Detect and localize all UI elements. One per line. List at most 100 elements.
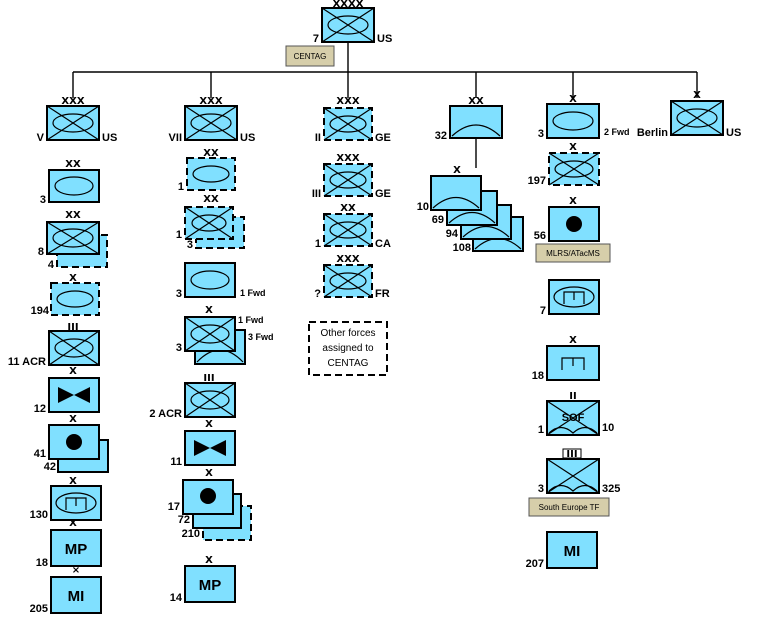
echelon-marker: XXX — [199, 96, 222, 107]
unit-extra: 10 — [602, 422, 614, 434]
tag-box — [528, 497, 610, 517]
div32-brigades[interactable]: X 10 69 94 108 — [417, 165, 524, 254]
connector-lines — [72, 42, 698, 168]
armor-oval-icon — [327, 15, 369, 35]
vii-unit-17[interactable]: X 17 72 210 — [168, 468, 252, 541]
v-unit-41[interactable]: X 41 42 — [34, 414, 109, 473]
allied-unit-1-ca[interactable]: XX 1 CA — [315, 203, 391, 250]
armor-oval-icon — [54, 338, 94, 358]
vii-unit-1[interactable]: XX 1 — [178, 148, 236, 193]
brig-18[interactable]: X 18 — [532, 335, 600, 382]
echelon-marker: X — [69, 273, 77, 284]
echelon-marker: XX — [468, 96, 484, 107]
infantry-cross-icon — [184, 206, 234, 240]
armor-oval-icon — [55, 492, 97, 514]
unit-number-2: 69 — [432, 214, 444, 226]
brig-mi[interactable]: MI 207 — [526, 531, 598, 570]
infantry-cross-icon — [323, 107, 373, 141]
unit-text: MP — [65, 541, 88, 558]
allied-unit-fr[interactable]: XXX ? FR — [314, 254, 389, 300]
infantry-cross-icon — [321, 7, 375, 43]
brig-sof[interactable]: II SOF 1 10 — [538, 391, 614, 436]
unit-nation: GE — [375, 132, 391, 144]
vii-unit-1-3[interactable]: XX 1 3 — [176, 194, 245, 251]
unit-nation: US — [726, 127, 741, 139]
v-unit-mp[interactable]: X MP 18 — [36, 518, 102, 569]
tag-box — [285, 45, 335, 67]
unit-frame — [50, 576, 102, 614]
v-unit-mi[interactable]: × MI 205 — [30, 565, 102, 615]
brigade-3-fwd[interactable]: X 3 2 Fwd — [538, 94, 630, 140]
unit-frame — [449, 105, 503, 139]
unit-number: 7 — [540, 305, 546, 317]
unit-number-4: 108 — [453, 242, 471, 254]
unit-number: 3 — [538, 483, 544, 495]
v-unit-130[interactable]: X 130 — [30, 476, 102, 521]
unit-number: 197 — [528, 175, 546, 187]
echelon-marker: XX — [340, 203, 356, 214]
armor-oval-icon — [329, 272, 367, 290]
tag-box — [535, 243, 611, 263]
vii-unit-2acr[interactable]: III 2 ACR — [149, 373, 236, 420]
note-box — [308, 321, 388, 376]
echelon-marker: X — [205, 419, 213, 430]
unit-number: 3 — [176, 342, 182, 354]
unit-number-2: 42 — [44, 461, 56, 473]
armor-oval-icon — [56, 290, 94, 308]
v-unit-194[interactable]: X 194 — [31, 273, 100, 317]
artillery-dot-icon — [200, 488, 216, 504]
unit-number: 130 — [30, 509, 48, 521]
unit-frame — [546, 103, 600, 139]
infantry-cross-icon — [323, 264, 373, 298]
brig-7[interactable]: 7 — [540, 279, 600, 317]
echelon-marker: X — [69, 518, 77, 529]
unit-extra: 325 — [602, 483, 620, 495]
unit-nation: CA — [375, 238, 391, 250]
v-unit-11acr[interactable]: III 11 ACR — [8, 322, 100, 368]
corps-vii[interactable]: XXX VII US — [169, 96, 256, 144]
unit-nation: FR — [375, 288, 390, 300]
brig-197[interactable]: X 197 — [528, 142, 600, 187]
armor-oval-icon — [192, 165, 230, 183]
v-unit-3[interactable]: XX 3 — [40, 159, 100, 206]
tag-text: MLRS/ATacMS — [546, 249, 600, 258]
vii-unit-3-1fwd[interactable]: 3 1 Fwd — [176, 262, 266, 300]
unit-frame — [184, 430, 236, 466]
hq-unit[interactable]: XXXX 7 US — [313, 0, 392, 45]
unit-frame — [546, 531, 598, 569]
unit-number: 3 — [176, 288, 182, 300]
berlin-brigade[interactable]: X Berlin US — [637, 90, 741, 139]
vii-unit-mp[interactable]: X MP 14 — [170, 555, 236, 604]
division-32[interactable]: XX 32 — [435, 96, 503, 142]
armor-oval-icon — [329, 115, 367, 133]
unit-number: 18 — [36, 557, 48, 569]
engineer-icon — [561, 357, 585, 370]
unit-number: V — [37, 132, 45, 144]
echelon-marker: X — [205, 555, 213, 566]
armor-oval-icon — [329, 221, 367, 239]
vii-unit-11[interactable]: X 11 — [170, 419, 236, 468]
unit-number: 3 — [538, 128, 544, 140]
infantry-cross-icon — [46, 221, 100, 255]
armor-oval-icon — [52, 228, 94, 248]
echelon-marker: X — [693, 90, 701, 101]
vii-unit-3-fwd-pair[interactable]: X 3 1 Fwd 3 Fwd — [176, 305, 274, 365]
unit-extra: 2 Fwd — [604, 127, 630, 137]
brig-56[interactable]: X 56 MLRS/ATacMS — [534, 196, 611, 263]
unit-number: III — [312, 188, 321, 200]
v-unit-12[interactable]: X 12 — [34, 366, 100, 415]
unit-number-2: 4 — [48, 259, 55, 271]
aviation-bowtie-icon — [58, 387, 90, 403]
unit-frame — [50, 282, 100, 316]
corps-ii-ge[interactable]: XXX II GE — [315, 96, 391, 144]
brig-325[interactable]: III 3 325 South Europe TF — [528, 448, 620, 517]
unit-number: 1 — [315, 238, 321, 250]
v-unit-8[interactable]: XX 8 4 — [38, 210, 108, 271]
corps-v[interactable]: XXX V US — [37, 96, 118, 144]
allied-unit-iii-ge[interactable]: XXX III GE — [312, 153, 391, 200]
unit-number: 3 — [40, 194, 46, 206]
unit-number: 1 — [176, 229, 182, 241]
armor-oval-icon — [676, 108, 718, 128]
echelon-marker: XXX — [336, 153, 359, 164]
unit-number: 17 — [168, 501, 180, 513]
